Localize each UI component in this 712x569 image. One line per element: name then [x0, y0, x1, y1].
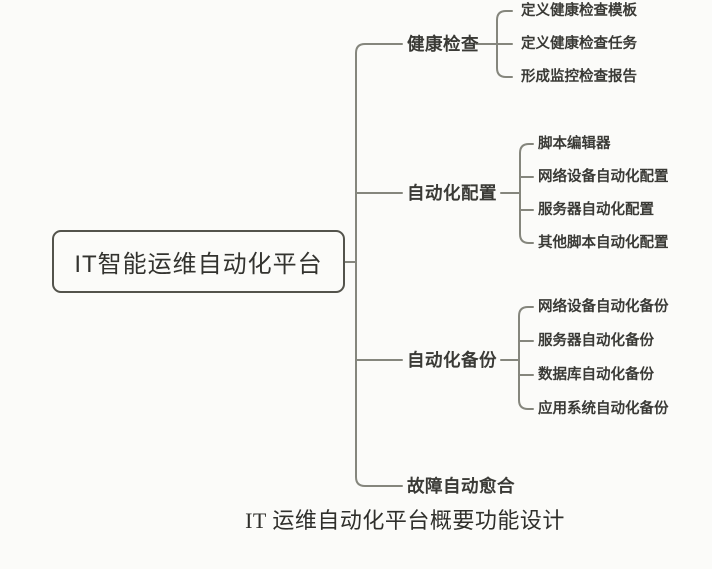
root-node-label: IT智能运维自动化平台: [74, 251, 323, 278]
branch2-bracket-line: [519, 143, 534, 244]
child-label-script-editor: 脚本编辑器: [538, 136, 611, 152]
child-label-define-health-check-task: 定义健康检查任务: [521, 36, 637, 52]
branch-label-health-check: 健康检查: [407, 34, 479, 54]
child-label-network-device-auto-backup: 网络设备自动化备份: [538, 299, 669, 315]
child-label-server-auto-config: 服务器自动化配置: [538, 202, 654, 218]
child-label-define-health-check-template: 定义健康检查模板: [521, 3, 637, 19]
trunk-line: [355, 43, 403, 487]
child-label-network-device-auto-config: 网络设备自动化配置: [538, 169, 669, 185]
diagram-caption: IT 运维自动化平台概要功能设计: [245, 508, 565, 533]
child-label-form-monitoring-report: 形成监控检查报告: [521, 69, 637, 85]
branch-label-automation-config: 自动化配置: [407, 183, 497, 203]
root-node: IT智能运维自动化平台: [52, 230, 345, 293]
child-label-app-system-auto-backup: 应用系统自动化备份: [538, 401, 669, 417]
child-label-other-script-auto-config: 其他脚本自动化配置: [538, 235, 669, 251]
child-label-database-auto-backup: 数据库自动化备份: [538, 367, 654, 383]
child-label-server-auto-backup: 服务器自动化备份: [538, 333, 654, 349]
branch-label-automation-backup: 自动化备份: [407, 350, 497, 370]
branch-label-fault-self-healing: 故障自动愈合: [407, 476, 515, 496]
branch3-bracket-line: [518, 306, 534, 410]
